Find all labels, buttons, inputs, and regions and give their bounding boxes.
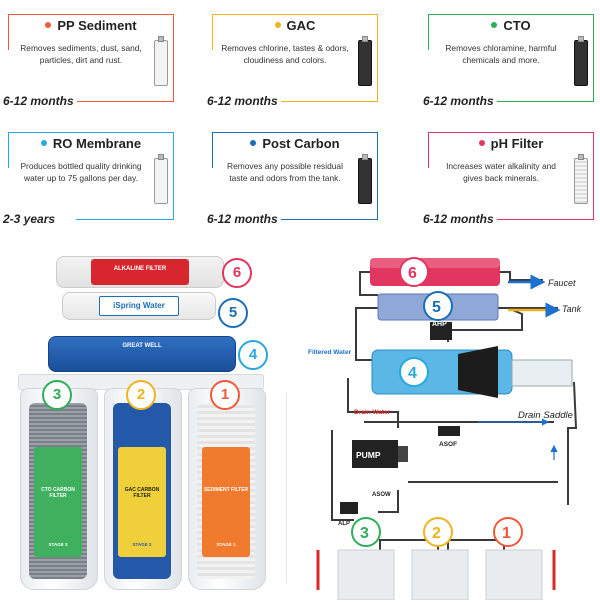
filter-card-title: RO Membrane	[8, 136, 174, 151]
color-dot-icon	[45, 22, 52, 28]
filter-card-description: Removes chloramine, harmful chemicals an…	[445, 43, 557, 65]
canister-1-stage: STAGE 1	[216, 542, 236, 547]
schematic-stage-1: 1	[502, 525, 511, 542]
filter-cartridge-icon	[358, 36, 372, 86]
filter-card-title: CTO	[428, 18, 594, 33]
product-photo: ALKALINE FILTER 6 iSpring Water 5 GREAT …	[18, 250, 280, 590]
filter-card-title: GAC	[212, 18, 378, 33]
drain-water-label: Drain Water	[354, 409, 391, 416]
schematic-stage-6: 6	[408, 265, 417, 282]
canister-1-label: SEDIMENT FILTER	[203, 487, 249, 493]
stage-1-badge: 1	[210, 380, 240, 410]
filter-card-lifespan: 6-12 months	[0, 94, 77, 108]
stage-6-badge: 6	[222, 258, 252, 288]
filter-card-description: Removes sediments, dust, sand, particles…	[20, 43, 142, 65]
schematic-stage-3: 3	[360, 525, 369, 542]
tank-label: Tank	[562, 304, 582, 314]
filter-card-lifespan: 6-12 months	[420, 94, 497, 108]
filtered-water-label: Filtered Water	[308, 349, 352, 356]
alp-label: ALP	[338, 521, 350, 527]
asof-label: ASOF	[439, 441, 457, 448]
filter-card-name: Post Carbon	[262, 136, 340, 151]
sediment-canister: SEDIMENT FILTER STAGE 1	[197, 403, 255, 579]
schematic-stage-circles: 6 5 4 3 2 1	[351, 257, 523, 547]
ahp-label: AHP	[432, 321, 447, 328]
filter-card-description: Removes any possible residual taste and …	[227, 161, 343, 183]
gac-canister: GAC CARBON FILTER STAGE 2	[113, 403, 171, 579]
filter-card-lifespan: 6-12 months	[204, 212, 281, 226]
filter-card-name: CTO	[503, 18, 531, 33]
filter-cartridge-icon	[358, 154, 372, 204]
tube-6-text: ALKALINE FILTER	[113, 266, 167, 272]
canister-2-stage: STAGE 2	[132, 542, 152, 547]
section-divider	[286, 393, 287, 583]
alkaline-filter-tube: ALKALINE FILTER	[56, 256, 224, 288]
filter-cartridge-icon	[574, 36, 588, 86]
filter-cartridge-icon	[154, 36, 168, 86]
cto-canister: CTO CARBON FILTER STAGE 3	[29, 403, 87, 579]
canister-2-label: GAC CARBON FILTER	[124, 487, 160, 499]
tube-4-text: GREAT WELL	[122, 343, 162, 349]
canister-3-label: CTO CARBON FILTER	[41, 487, 75, 499]
filter-cartridge-icon	[574, 154, 588, 204]
stage-5-badge: 5	[218, 298, 248, 328]
filter-card-title: PP Sediment	[8, 18, 174, 33]
color-dot-icon	[250, 140, 257, 146]
schematic-stage-4: 4	[408, 365, 417, 382]
canister-3-stage: STAGE 3	[48, 542, 68, 547]
filter-card-2: GAC Removes chlorine, tastes & odors, clo…	[204, 14, 378, 108]
schematic-canister-1	[485, 549, 543, 601]
ro-membrane-tube: GREAT WELL	[48, 336, 236, 372]
filter-card-name: PP Sediment	[57, 18, 137, 33]
filter-card-name: pH Filter	[490, 136, 544, 151]
filter-card-lifespan: 6-12 months	[420, 212, 497, 226]
faucet-label: Faucet	[548, 278, 576, 288]
filter-card-title: Post Carbon	[212, 136, 378, 151]
housing-stage-3: CTO CARBON FILTER STAGE 3	[20, 388, 98, 590]
color-dot-icon	[40, 140, 47, 146]
housing-stage-2: GAC CARBON FILTER STAGE 2	[104, 388, 182, 590]
schematic-canister-3	[337, 549, 395, 601]
filter-card-name: GAC	[286, 18, 316, 33]
tube-5-text: iSpring Water	[113, 301, 165, 310]
color-dot-icon	[491, 22, 498, 28]
schematic-canister-2	[411, 549, 469, 601]
flow-schematic: AHP PUMP ASOF ALP ASOW Faucet Tank Filte…	[308, 250, 600, 601]
schematic-stage-2: 2	[432, 525, 441, 542]
stage-2-badge: 2	[126, 380, 156, 410]
filter-card-name: RO Membrane	[52, 136, 142, 151]
color-dot-icon	[274, 22, 281, 28]
drain-saddle-label: Drain Saddle	[518, 410, 573, 421]
filter-card-title: pH Filter	[428, 136, 594, 151]
pump-body	[352, 440, 398, 468]
filter-card-3: CTO Removes chloramine, harmful chemicals…	[420, 14, 594, 108]
asow-label: ASOW	[372, 492, 391, 498]
filter-card-lifespan: 2-3 years	[0, 212, 59, 226]
pump-label: PUMP	[356, 450, 381, 460]
post-carbon-tube: iSpring Water	[62, 292, 216, 320]
schematic-stage-5: 5	[432, 299, 441, 316]
filter-card-description: Increases water alkalinity and gives bac…	[446, 161, 556, 183]
stage-4-badge: 4	[238, 340, 268, 370]
filter-card-description: Removes chlorine, tastes & odors, cloudi…	[221, 43, 349, 65]
housing-stage-1: SEDIMENT FILTER STAGE 1	[188, 388, 266, 590]
filter-cartridge-icon	[154, 154, 168, 204]
filter-card-description: Produces bottled quality drinking water …	[20, 161, 142, 183]
stage-3-badge: 3	[42, 380, 72, 410]
filter-card-lifespan: 6-12 months	[204, 94, 281, 108]
color-dot-icon	[478, 140, 485, 146]
